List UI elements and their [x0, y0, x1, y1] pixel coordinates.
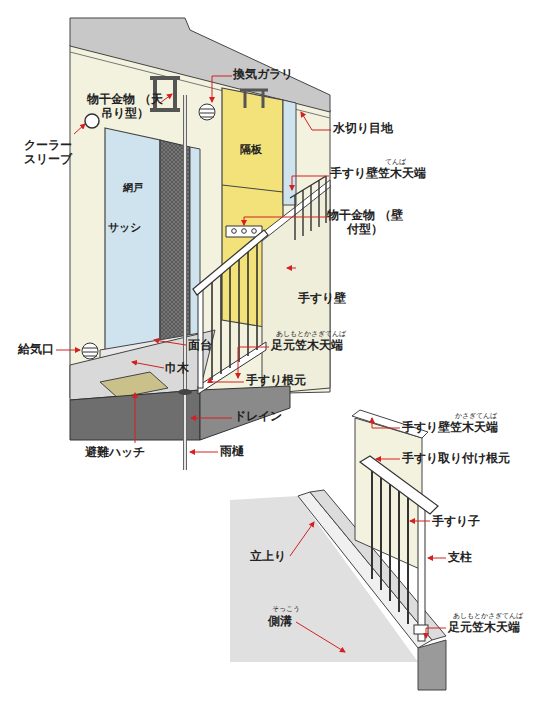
part-label: 手すり壁笠木天端 — [402, 421, 498, 435]
part-label: 雨樋 — [220, 445, 244, 459]
ceiling-hanger-2 — [240, 90, 268, 108]
hanger-hole — [232, 229, 237, 234]
leader-line — [290, 522, 314, 556]
leader-line — [292, 176, 329, 190]
inlet-slats — [83, 348, 97, 356]
part-label: 側溝 — [268, 615, 292, 629]
rain-gutter-inner — [184, 95, 186, 470]
part-label: ドレイン — [234, 410, 282, 424]
part-label: 給気口 — [18, 343, 54, 357]
hanger-hole — [252, 229, 257, 234]
leader-line — [410, 521, 430, 522]
leader-line — [132, 362, 164, 368]
part-label: 手すり子 — [432, 515, 480, 529]
vent-louver — [199, 104, 215, 120]
leader-line — [154, 340, 186, 345]
ruby-reading: あしもとかさぎてんば — [276, 330, 346, 338]
part-label: 手すり根元 — [246, 374, 306, 388]
top-rail — [193, 230, 268, 295]
hanger-hole — [242, 229, 247, 234]
part-label: 物干金物 （壁付型） — [326, 209, 404, 237]
leader-line — [74, 124, 85, 134]
balcony-floor — [70, 330, 215, 400]
wall-hanger — [226, 226, 262, 237]
sash-glass — [105, 128, 160, 350]
vent-slats — [200, 109, 214, 117]
part-label: クーラー スリーブ — [18, 139, 78, 167]
leader-line — [296, 622, 345, 652]
partition-seam — [222, 185, 283, 192]
air-inlet — [82, 343, 98, 359]
leader-line — [135, 393, 136, 443]
leader-line — [190, 452, 218, 453]
part-label: 物干金物 （天吊り型） — [86, 93, 164, 121]
part-label: サッシ — [108, 222, 141, 235]
leader-line — [428, 558, 446, 559]
ruby-reading: そっこう — [272, 605, 300, 613]
slab-detail — [418, 640, 446, 690]
leader-line — [212, 76, 232, 102]
leader-line — [426, 628, 446, 638]
parapet-wall — [262, 185, 330, 394]
part-label: 隔板 — [240, 144, 262, 157]
side-railing — [290, 176, 326, 240]
leader-line — [372, 418, 400, 428]
part-label: 網戸 — [123, 182, 143, 194]
part-label: 換気ガラリ — [233, 68, 293, 82]
leader-line — [210, 378, 244, 382]
cooler-sleeve — [85, 114, 99, 128]
part-label: 足元笠木天端 — [271, 339, 343, 353]
part-label: 支柱 — [448, 551, 472, 565]
post-detail — [418, 503, 425, 641]
part-label: 足元笠木天端 — [448, 621, 520, 635]
drain — [178, 389, 192, 395]
leader-line — [301, 112, 331, 130]
railing-post — [198, 288, 203, 388]
part-label: 立上り — [250, 550, 286, 564]
slab-side — [200, 386, 290, 440]
part-label: 避難ハッチ — [85, 446, 145, 460]
ruby-reading: てんば — [385, 158, 406, 166]
part-label: 手すり壁笠木天端 — [330, 167, 426, 181]
part-label: 手すり取り付け根元 — [402, 452, 510, 466]
part-label: 水切り目地 — [333, 122, 393, 136]
part-label: 面台 — [188, 339, 212, 353]
ruby-reading: かさぎてんば — [455, 412, 497, 420]
leader-lines — [56, 76, 446, 652]
part-label: 手すり壁 — [298, 292, 346, 306]
leader-line — [287, 268, 296, 269]
side-glass — [283, 100, 296, 205]
part-label: 巾木 — [165, 362, 189, 376]
rain-gutter — [183, 95, 187, 470]
leader-line — [56, 350, 80, 351]
leader-line — [244, 217, 327, 225]
leader-line — [376, 459, 400, 460]
ruby-reading: あしもとかさぎてんば — [453, 612, 523, 620]
leader-line — [191, 418, 232, 419]
